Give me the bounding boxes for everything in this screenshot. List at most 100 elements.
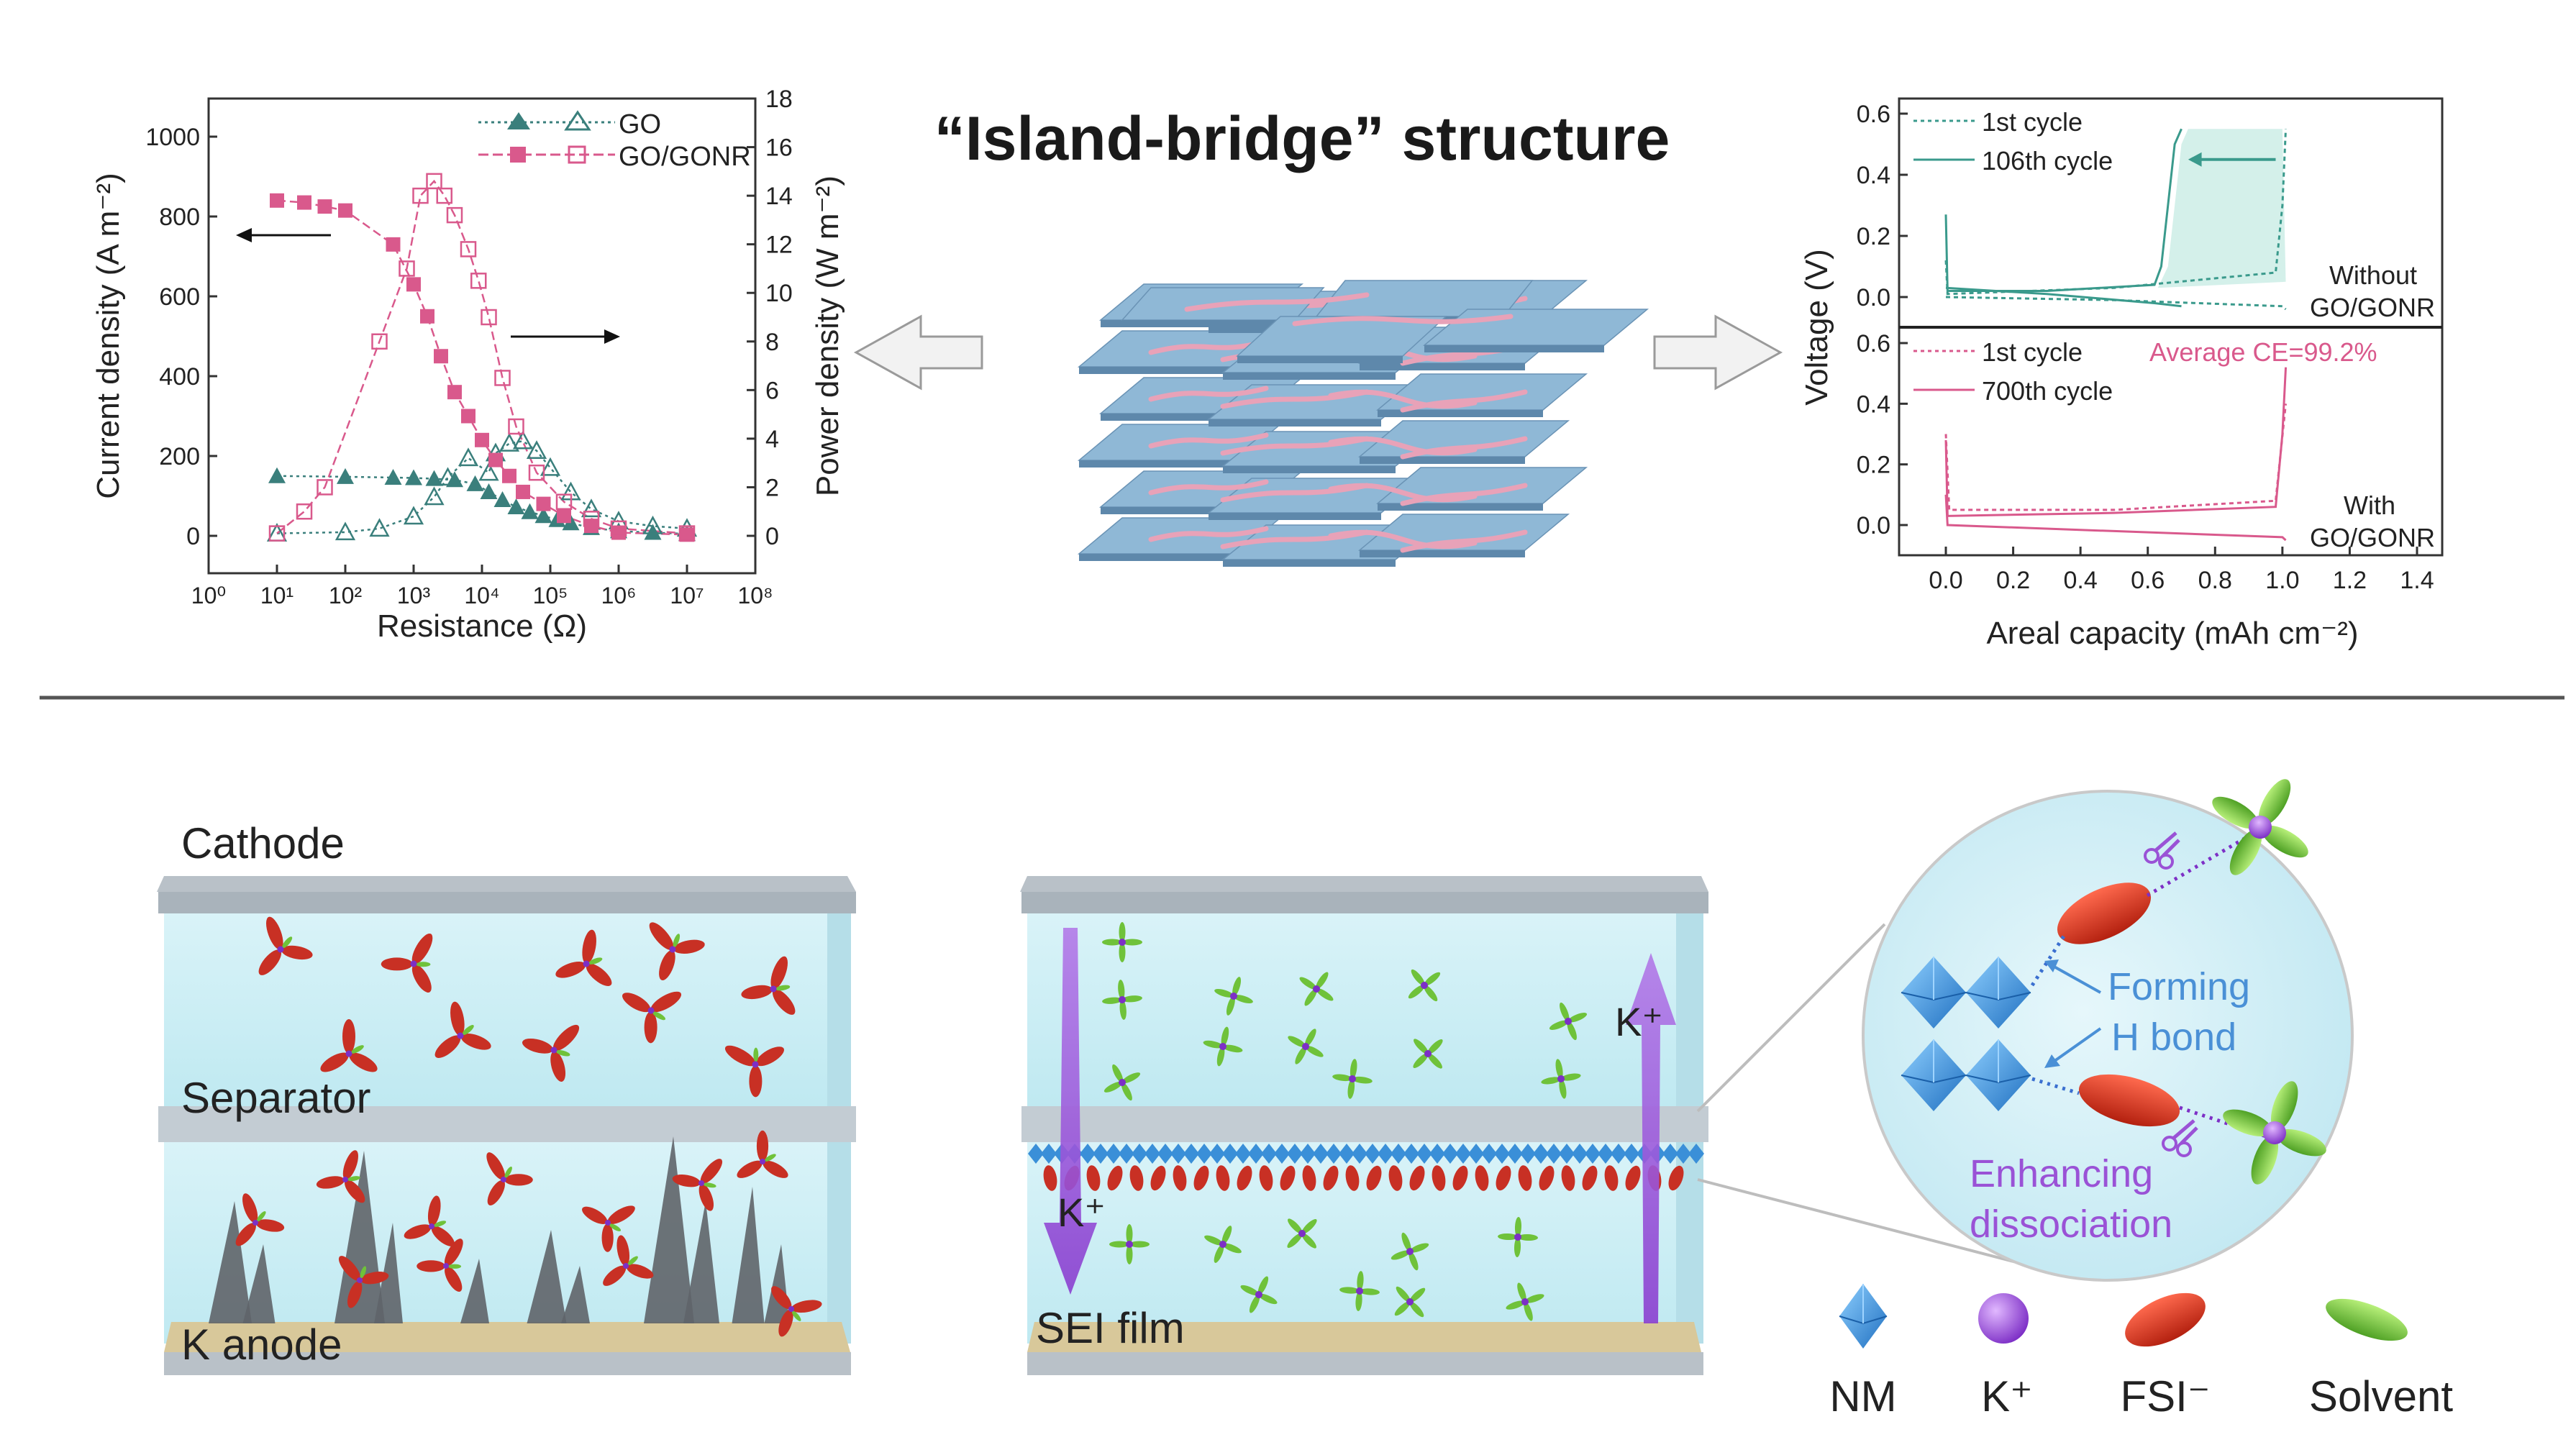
ion-pair-cluster [741, 956, 796, 1015]
right-chart-xlabel: Areal capacity (mAh cm⁻²) [1986, 616, 2358, 651]
solvent-legend-icon [2326, 1298, 2408, 1341]
top-shaded-region [2157, 129, 2286, 288]
solvent-molecule [556, 1049, 570, 1057]
solvent-molecule [1560, 1073, 1581, 1081]
k-ion [1126, 1241, 1133, 1248]
k-ion [1557, 1075, 1565, 1082]
solvation-cluster [1203, 1026, 1243, 1067]
anchored-fsi-anion [1625, 1165, 1641, 1191]
dendrites [209, 1136, 790, 1323]
gonr-power-point [296, 503, 313, 520]
left-chart-ylabel-left: Current density (A m⁻²) [91, 173, 126, 499]
nm-crystal [1965, 957, 2031, 1029]
solvent-molecule [1409, 1243, 1429, 1253]
gonr-current-point [297, 195, 311, 210]
y-right-tick-label: 18 [765, 86, 793, 113]
dendrite-spike [527, 1230, 567, 1323]
solvation-cluster [1288, 1029, 1324, 1064]
solvent-molecule [1119, 999, 1127, 1020]
k-ion [752, 1061, 759, 1068]
solvent-molecule [1316, 972, 1329, 990]
series-line [276, 199, 688, 536]
nanoribbon-bridge [1220, 529, 1370, 549]
figure-title: “Island-bridge” structure [934, 104, 1670, 173]
hollow-arrow-right [1653, 314, 1783, 391]
dendrite-spike [242, 1244, 276, 1323]
solvent-molecule [1409, 1301, 1424, 1318]
fsi-anion [649, 922, 674, 950]
gonr-power-point [412, 187, 429, 204]
ion-pair-cluster [381, 933, 433, 993]
solvent-molecule [448, 1264, 462, 1269]
nm-crystal [1455, 1144, 1471, 1164]
solvent-molecule [1214, 988, 1234, 998]
anchored-fsi-anion [1668, 1165, 1684, 1191]
legend-go-gonr: GO/GONR [619, 142, 751, 172]
gonr-current-point [434, 349, 448, 364]
solvent-molecule [1119, 922, 1126, 942]
dendrite-spike [732, 1187, 765, 1323]
solvent-molecule [1222, 1243, 1242, 1254]
x-tick-label: 1.0 [2265, 567, 2299, 594]
fsi-anion [2078, 1074, 2180, 1127]
anchored-fsi-anion [1173, 1165, 1187, 1191]
gonr-power-point [399, 260, 415, 277]
y-left-tick-label: 600 [159, 283, 200, 311]
nm-crystal [1494, 1144, 1510, 1164]
graphene-island-edge [1378, 503, 1543, 511]
graphene-island-edge [1079, 367, 1237, 374]
solvent-molecule [1394, 1301, 1411, 1316]
fsi-anion [411, 964, 432, 993]
nm-crystal [1028, 1144, 1044, 1164]
y-right-tick-label: 10 [765, 280, 793, 307]
gonr-power-point [583, 511, 600, 527]
ion-pair-cluster [603, 1235, 654, 1286]
gonr-current-point [516, 484, 530, 499]
nm-crystal [1901, 1039, 1967, 1111]
gonr-power-point [371, 333, 388, 350]
solvent-molecule [1408, 1251, 1419, 1271]
k-ion [1302, 1043, 1309, 1050]
ion-pair-cluster [338, 1256, 389, 1308]
solvation-cluster [1214, 977, 1253, 1016]
x-tick-label: 0.8 [2198, 567, 2232, 594]
solvation-cluster [1498, 1217, 1538, 1257]
solvent-molecule [416, 962, 431, 967]
separator-label: Separator [181, 1074, 371, 1122]
solvent-molecule [2258, 779, 2291, 826]
gonr-current-point [420, 309, 434, 324]
gonr-current-point [461, 409, 475, 424]
anchored-fsi-anion [1237, 1165, 1252, 1191]
graphene-island-edge [1223, 466, 1396, 473]
nanoribbon-bridge [1400, 436, 1528, 460]
solvent-molecule [673, 934, 681, 948]
scissors-icon [2144, 831, 2180, 870]
fsi-anion [281, 945, 313, 960]
k-ion [1219, 1043, 1226, 1050]
h-bond-line [2030, 934, 2067, 987]
solvent-molecule [609, 1223, 622, 1231]
solvent-molecule [1304, 988, 1317, 1006]
solvent-molecule [1288, 1036, 1306, 1048]
solvent-molecule [1222, 1044, 1243, 1053]
ion-pair-cluster [486, 1152, 533, 1205]
solvent-molecule [1411, 969, 1425, 986]
fsi-anion [603, 1265, 627, 1286]
graphene-island-edge [1360, 550, 1525, 557]
solvated-k-ion [2223, 1081, 2326, 1185]
k-ion [252, 1219, 259, 1226]
solvent-molecule [434, 1221, 447, 1227]
right-top-legend-1: 1st cycle [1982, 107, 2083, 137]
solvation-cluster [1541, 1059, 1581, 1099]
go-power-point [526, 440, 547, 460]
fsi-anion [460, 1034, 491, 1050]
anchored-fsi-anion [1475, 1165, 1489, 1191]
y-left-tick-label: 0 [186, 523, 200, 550]
solvent-molecule [1102, 939, 1122, 946]
solvent-molecule [1204, 1235, 1224, 1246]
zoom-line-top [1696, 923, 1886, 1113]
x-tick-label: 1.4 [2400, 567, 2434, 594]
solvent-molecule [1288, 1218, 1303, 1234]
